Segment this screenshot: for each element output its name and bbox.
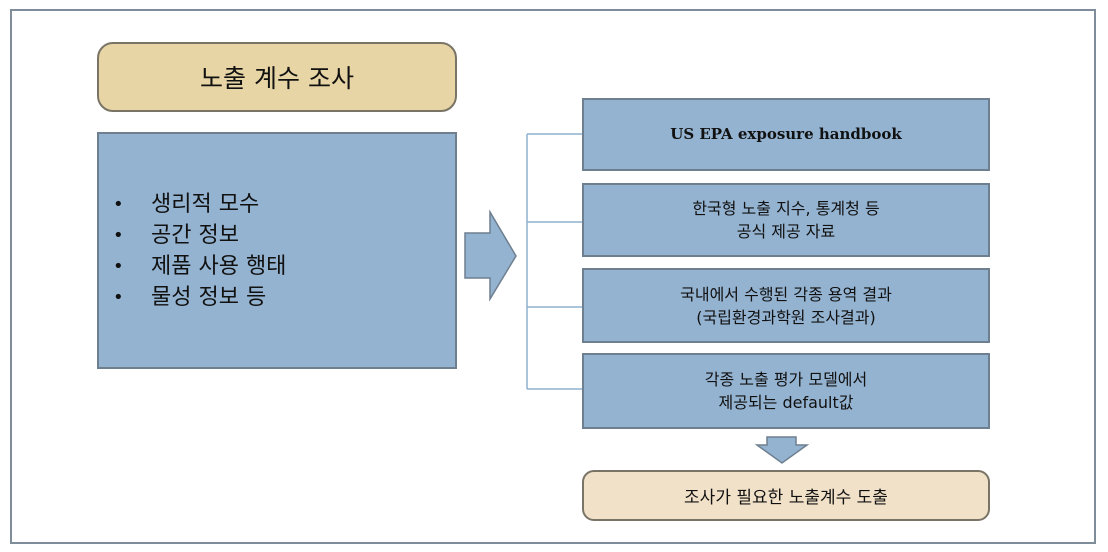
bullet-icon: • <box>113 255 124 277</box>
bullet-icon: • <box>113 193 124 215</box>
list-item: •물성 정보 등 <box>113 282 286 313</box>
right-arrow-icon <box>464 209 517 302</box>
source-box-model-defaults: 각종 노출 평가 모델에서 제공되는 default값 <box>582 353 990 429</box>
bullet-icon: • <box>113 224 124 246</box>
result-label: 조사가 필요한 노출계수 도출 <box>684 488 888 508</box>
list-item: •공간 정보 <box>113 220 286 251</box>
source-box-korean-index: 한국형 노출 지수, 통계청 등 공식 제공 자료 <box>582 183 990 257</box>
down-arrow-icon <box>754 436 810 464</box>
factor-list: •생리적 모수 •공간 정보 •제품 사용 행태 •물성 정보 등 <box>99 189 286 313</box>
list-item: •제품 사용 행태 <box>113 251 286 282</box>
title-label: 노출 계수 조사 <box>200 64 354 93</box>
source-box-domestic-studies: 국내에서 수행된 각종 용역 결과 (국립환경과학원 조사결과) <box>582 268 990 343</box>
bracket-connector <box>526 133 582 390</box>
list-item: •생리적 모수 <box>113 189 286 220</box>
title-box: 노출 계수 조사 <box>97 42 457 112</box>
result-box: 조사가 필요한 노출계수 도출 <box>582 470 990 521</box>
bullet-icon: • <box>113 286 124 308</box>
source-box-us-epa: US EPA exposure handbook <box>582 98 990 171</box>
factor-list-box: •생리적 모수 •공간 정보 •제품 사용 행태 •물성 정보 등 <box>97 132 457 369</box>
